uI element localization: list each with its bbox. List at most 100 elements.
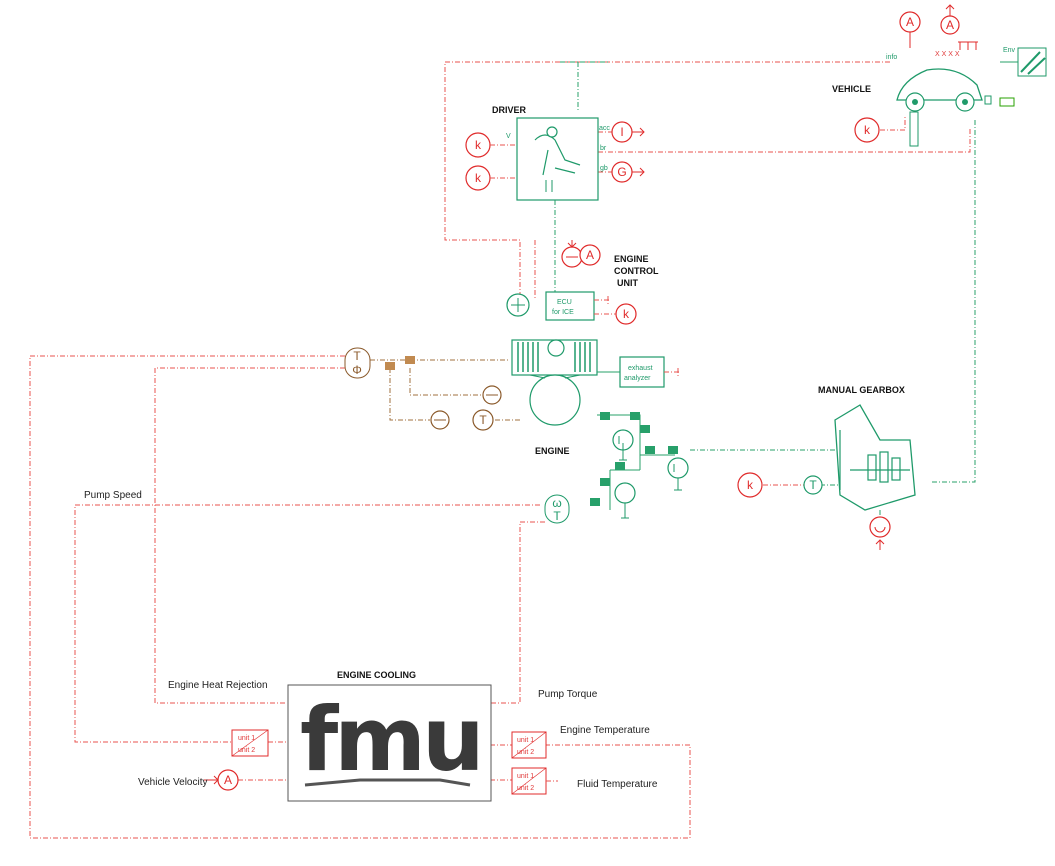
gearbox-block[interactable] bbox=[834, 404, 916, 511]
engine-temperature-label: Engine Temperature bbox=[560, 725, 650, 736]
clutch-element-3[interactable] bbox=[614, 482, 636, 519]
thermal-temp-sensor[interactable]: T bbox=[472, 409, 494, 431]
thermal-node-2[interactable] bbox=[430, 410, 450, 430]
driver-input-wire bbox=[560, 61, 610, 110]
svg-text:unit 2: unit 2 bbox=[517, 785, 534, 792]
vehicle-mass-port bbox=[909, 111, 919, 147]
pump-speed-label: Pump Speed bbox=[84, 490, 142, 501]
engine-label: ENGINE bbox=[535, 446, 570, 456]
gears-icon bbox=[839, 430, 910, 490]
vehicle-output-sensor-a[interactable]: A bbox=[940, 4, 960, 35]
thermal-junction-2 bbox=[405, 356, 415, 364]
ecu-label-line1: ENGINE bbox=[614, 254, 649, 264]
vehicle-wind-sensor[interactable]: A bbox=[899, 11, 921, 48]
thermal-wire-2 bbox=[389, 368, 430, 421]
info-signal-wire bbox=[444, 61, 890, 298]
clutch-element-1[interactable] bbox=[612, 429, 634, 461]
driver-block[interactable] bbox=[516, 117, 599, 201]
svg-text:A: A bbox=[224, 773, 232, 787]
ecu-block[interactable]: ECU for ICE bbox=[545, 291, 595, 321]
svg-text:I: I bbox=[620, 125, 623, 139]
pump-speed-wire bbox=[74, 504, 540, 743]
heat-rejection-label: Engine Heat Rejection bbox=[168, 680, 268, 691]
ecu-top-sensor[interactable] bbox=[561, 240, 583, 268]
gb-port-label: gb bbox=[600, 165, 608, 172]
driver-label: DRIVER bbox=[492, 105, 527, 115]
gearbox-torque-sensor[interactable]: T bbox=[803, 475, 823, 495]
ecu-angle-sensor[interactable]: A bbox=[579, 244, 601, 266]
thermal-node-1[interactable] bbox=[482, 385, 502, 405]
vehicle-gearbox-wire bbox=[930, 120, 976, 483]
cooling-label: ENGINE COOLING bbox=[337, 670, 416, 680]
ecu-input-valve[interactable] bbox=[506, 293, 530, 317]
svg-text:k: k bbox=[623, 307, 630, 321]
gear-output-sensor[interactable]: G bbox=[611, 161, 645, 183]
svg-text:T: T bbox=[553, 509, 561, 523]
road-environment-block[interactable] bbox=[1017, 47, 1047, 77]
clutch-element-2[interactable] bbox=[667, 457, 689, 491]
br-port-label: br bbox=[600, 145, 607, 152]
pump-speed-sensor[interactable]: ω T bbox=[544, 494, 570, 524]
vehicle-output-port bbox=[999, 97, 1015, 107]
pump-speed-unit-converter[interactable]: unit 1 unit 2 bbox=[231, 729, 269, 757]
acc-output-sensor[interactable]: I bbox=[611, 121, 645, 143]
svg-text:G: G bbox=[617, 165, 626, 179]
vehicle-k-constant[interactable]: k bbox=[854, 117, 880, 143]
exhaust-analyzer-block[interactable]: exhaust analyzer bbox=[619, 356, 665, 388]
fluid-temp-unit-converter[interactable]: unit 1 unit 2 bbox=[511, 767, 547, 795]
info-port-label: info bbox=[886, 54, 897, 61]
engine-cooling-fmu[interactable]: fmu bbox=[287, 684, 492, 802]
gearbox-bottom-sensor[interactable] bbox=[869, 516, 891, 550]
engine-crank-icon bbox=[529, 374, 581, 426]
svg-text:T: T bbox=[353, 349, 361, 363]
svg-text:ECU: ECU bbox=[557, 299, 572, 306]
vehicle-velocity-label: Vehicle Velocity bbox=[138, 777, 208, 788]
svg-text:A: A bbox=[946, 18, 954, 32]
car-body-icon bbox=[896, 68, 983, 101]
exhaust-output-wire bbox=[664, 368, 680, 376]
gearbox-label: MANUAL GEARBOX bbox=[818, 385, 905, 395]
acc-port-label: acc bbox=[599, 125, 610, 132]
driver-k-constant-1[interactable]: k bbox=[465, 132, 491, 158]
svg-text:k: k bbox=[475, 138, 482, 152]
ecu-label-line3: UNIT bbox=[617, 278, 638, 288]
ecu-label-line2: CONTROL bbox=[614, 266, 659, 276]
svg-text:k: k bbox=[475, 171, 482, 185]
v-port-label: V bbox=[506, 133, 511, 140]
pump-torque-label: Pump Torque bbox=[538, 689, 598, 700]
engine-cylinders-icon bbox=[517, 342, 591, 372]
heat-rejection-loop bbox=[154, 367, 345, 704]
svg-text:unit 1: unit 1 bbox=[517, 737, 534, 744]
svg-text:ω: ω bbox=[552, 496, 561, 510]
drivetrain-shaft[interactable] bbox=[590, 412, 678, 510]
thermal-sensor-tphi[interactable]: T Φ bbox=[344, 347, 371, 379]
svg-text:k: k bbox=[864, 123, 871, 137]
vehicle-tyre-sensors: X X X X bbox=[935, 41, 978, 58]
vehicle-k-wire bbox=[880, 115, 906, 131]
thermal-wire-3 bbox=[409, 368, 485, 396]
svg-text:unit 1: unit 1 bbox=[238, 735, 255, 742]
road-icon bbox=[1020, 51, 1046, 75]
svg-text:k: k bbox=[747, 478, 754, 492]
fluid-temperature-label: Fluid Temperature bbox=[577, 779, 658, 790]
svg-text:Φ: Φ bbox=[352, 363, 362, 377]
svg-text:T: T bbox=[809, 478, 817, 492]
fmu-logo: fmu bbox=[300, 688, 481, 791]
vehicle-block[interactable] bbox=[896, 68, 1015, 147]
gearbox-k-constant[interactable]: k bbox=[737, 472, 763, 498]
svg-text:exhaust: exhaust bbox=[628, 365, 653, 372]
svg-text:unit 2: unit 2 bbox=[517, 749, 534, 756]
thermal-junction-1 bbox=[385, 362, 395, 370]
driver-head-icon bbox=[546, 126, 558, 138]
engine-temp-unit-converter[interactable]: unit 1 unit 2 bbox=[511, 731, 547, 759]
svg-text:unit 2: unit 2 bbox=[238, 747, 255, 754]
engine-block[interactable] bbox=[511, 339, 598, 426]
env-port-label: Env bbox=[1003, 47, 1016, 54]
driver-k-constant-2[interactable]: k bbox=[465, 165, 491, 191]
vehicle-velocity-sensor[interactable]: A bbox=[204, 769, 239, 791]
ecu-k-constant[interactable]: k bbox=[615, 303, 637, 325]
pump-torque-wire bbox=[490, 521, 545, 704]
vehicle-label: VEHICLE bbox=[832, 84, 871, 94]
svg-text:X X X X: X X X X bbox=[935, 51, 960, 58]
